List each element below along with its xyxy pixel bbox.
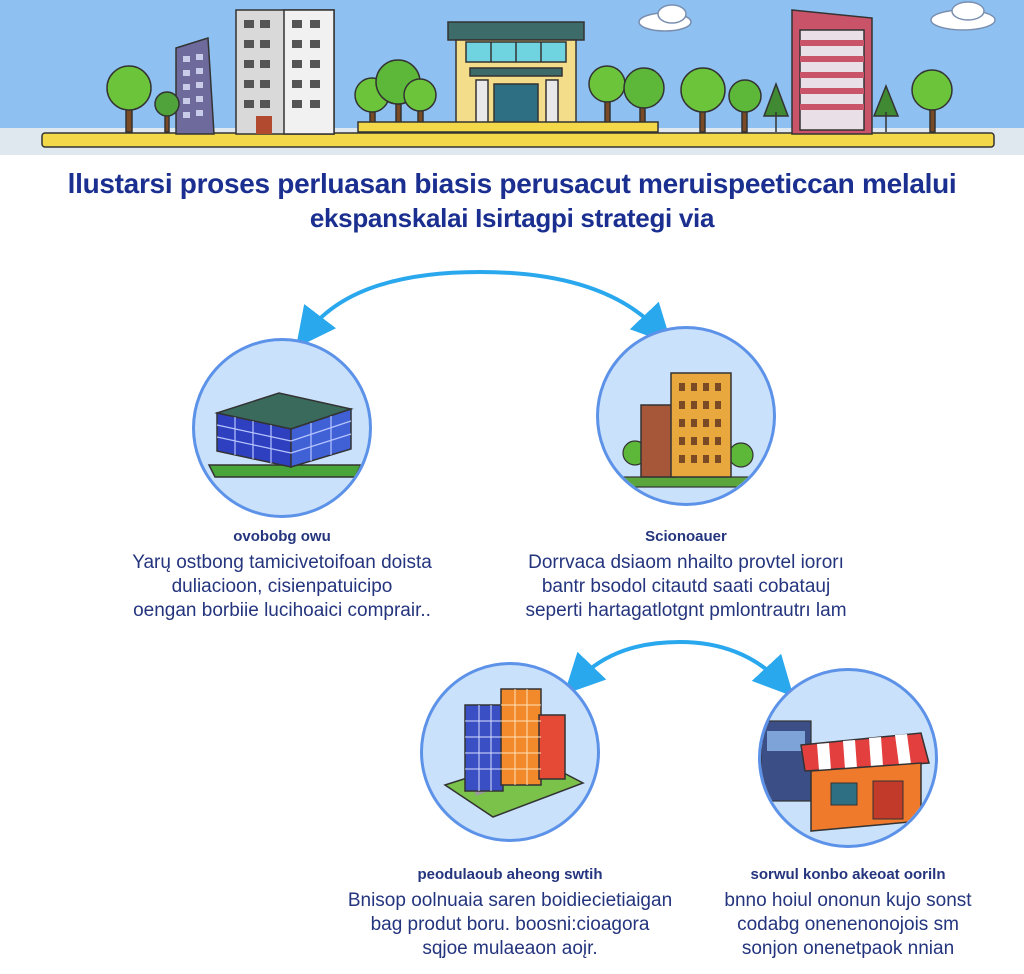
- node-1-text-line: duliacioon, cisienpatuicipo: [171, 576, 393, 597]
- node-1-caption: ovobobg owu Yarų ostbong tamicivetoifoan…: [92, 528, 472, 623]
- arrow-right: [479, 270, 672, 345]
- city-blocks-icon: [443, 688, 585, 818]
- office-building-icon: [207, 392, 363, 478]
- arrow-left: [295, 270, 481, 348]
- high-rise-node: [596, 326, 776, 506]
- office-building-node: [192, 338, 372, 518]
- node-3-text-line: bag produt boru. boosni:cioagora: [370, 914, 650, 935]
- node-4-text-line: bnno hoiul ononun kujo sonst: [724, 890, 972, 911]
- node-1-heading: ovobobg owu: [233, 528, 331, 545]
- node-2-text-line: bantr bsodol citautd saati cobatauj: [541, 576, 831, 597]
- node-2-heading: Scionoauer: [645, 528, 727, 545]
- node-1-text-line: Yarų ostbong tamicivetoifoan doista: [132, 552, 432, 573]
- node-4-caption: sorwul konbo akeoat ooriln bnno hoiul on…: [658, 866, 1024, 961]
- apartment-building-icon: [235, 9, 335, 135]
- node-4-text-line: sonjon onenetpaok nnian: [741, 938, 955, 959]
- high-rise-towers-icon: [620, 372, 758, 488]
- city-blocks-node: [420, 662, 600, 842]
- shop-node: [758, 668, 938, 848]
- node-2-text-line: seperti hartagatlotgnt pmlontrautrı lam: [525, 600, 847, 621]
- node-3-caption: peodulaoub aheong swtih Bnisop oolnuaia …: [320, 866, 700, 961]
- city-skyline-banner: [0, 0, 1024, 155]
- arrow-lower-right: [679, 640, 794, 697]
- skyline-illustration: [0, 1, 1024, 155]
- hotel-building-icon: [791, 9, 873, 135]
- node-3-text-line: sqjoe mulaeaon aoįr.: [422, 938, 598, 959]
- page-title-line-2: ekspanskalai Isirtagpi strategi via: [309, 203, 715, 233]
- node-2-caption: Scionoauer Dorrvaca dsiaom nhailto provt…: [496, 528, 876, 623]
- node-1-text-line: oengan borbiie lucihoaici comprair..: [133, 600, 431, 621]
- node-2-text-line: Dorrvaca dsiaom nhailto provtel iororı: [528, 552, 844, 573]
- shop-awning-icon: [761, 720, 930, 832]
- cloud-icon: [638, 1, 996, 32]
- arrow-lower-left: [564, 640, 681, 695]
- node-4-text-line: codabg onenenonojois sm: [737, 914, 959, 935]
- page-title-line-1: llustarsi proses perluasan biasis perusa…: [67, 168, 957, 199]
- node-3-heading: peodulaoub aheong swtih: [417, 866, 603, 883]
- main-building-icon: [357, 21, 659, 133]
- node-4-heading: sorwul konbo akeoat ooriln: [750, 866, 946, 883]
- tree-icon: [106, 59, 953, 133]
- tower-icon: [175, 36, 215, 135]
- road: [41, 132, 995, 148]
- node-3-text-line: Bnisop oolnuaia saren boidiecietiaigan: [347, 890, 673, 911]
